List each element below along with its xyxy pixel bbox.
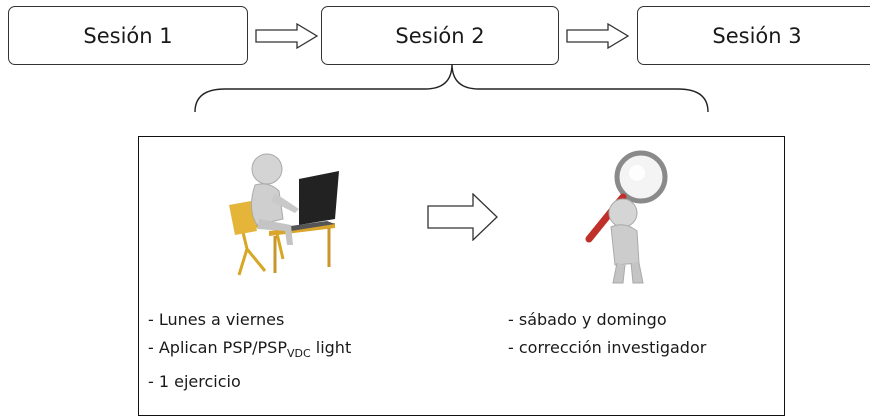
list-item: - Aplican PSP/PSPVDC light <box>148 338 352 361</box>
right-arrow-icon <box>255 23 319 49</box>
list-item: - Lunes a viernes <box>148 310 285 329</box>
weekend-activities-list: - sábado y domingo - corrección investig… <box>508 306 706 362</box>
list-item: - 1 ejercicio <box>148 372 241 392</box>
session-1-label: Sesión 1 <box>83 23 173 48</box>
session-2-box: Sesión 2 <box>321 6 559 65</box>
right-arrow-icon <box>427 193 498 241</box>
session-2-label: Sesión 2 <box>395 23 485 48</box>
list-item: - corrección investigador <box>508 338 707 357</box>
list-item: - sábado y domingo <box>508 310 667 329</box>
right-arrow-icon <box>566 23 630 49</box>
figure-at-laptop-icon <box>229 153 339 276</box>
figure-with-magnifying-glass-icon <box>585 150 668 284</box>
weekday-activities-list: - Lunes a viernes - Aplican PSP/PSPVDC l… <box>148 306 351 396</box>
session-1-box: Sesión 1 <box>8 6 248 65</box>
session-detail-panel: - Lunes a viernes - Aplican PSP/PSPVDC l… <box>138 136 785 416</box>
session-3-label: Sesión 3 <box>712 23 802 48</box>
curly-brace <box>194 63 709 113</box>
session-3-box: Sesión 3 <box>637 6 870 65</box>
